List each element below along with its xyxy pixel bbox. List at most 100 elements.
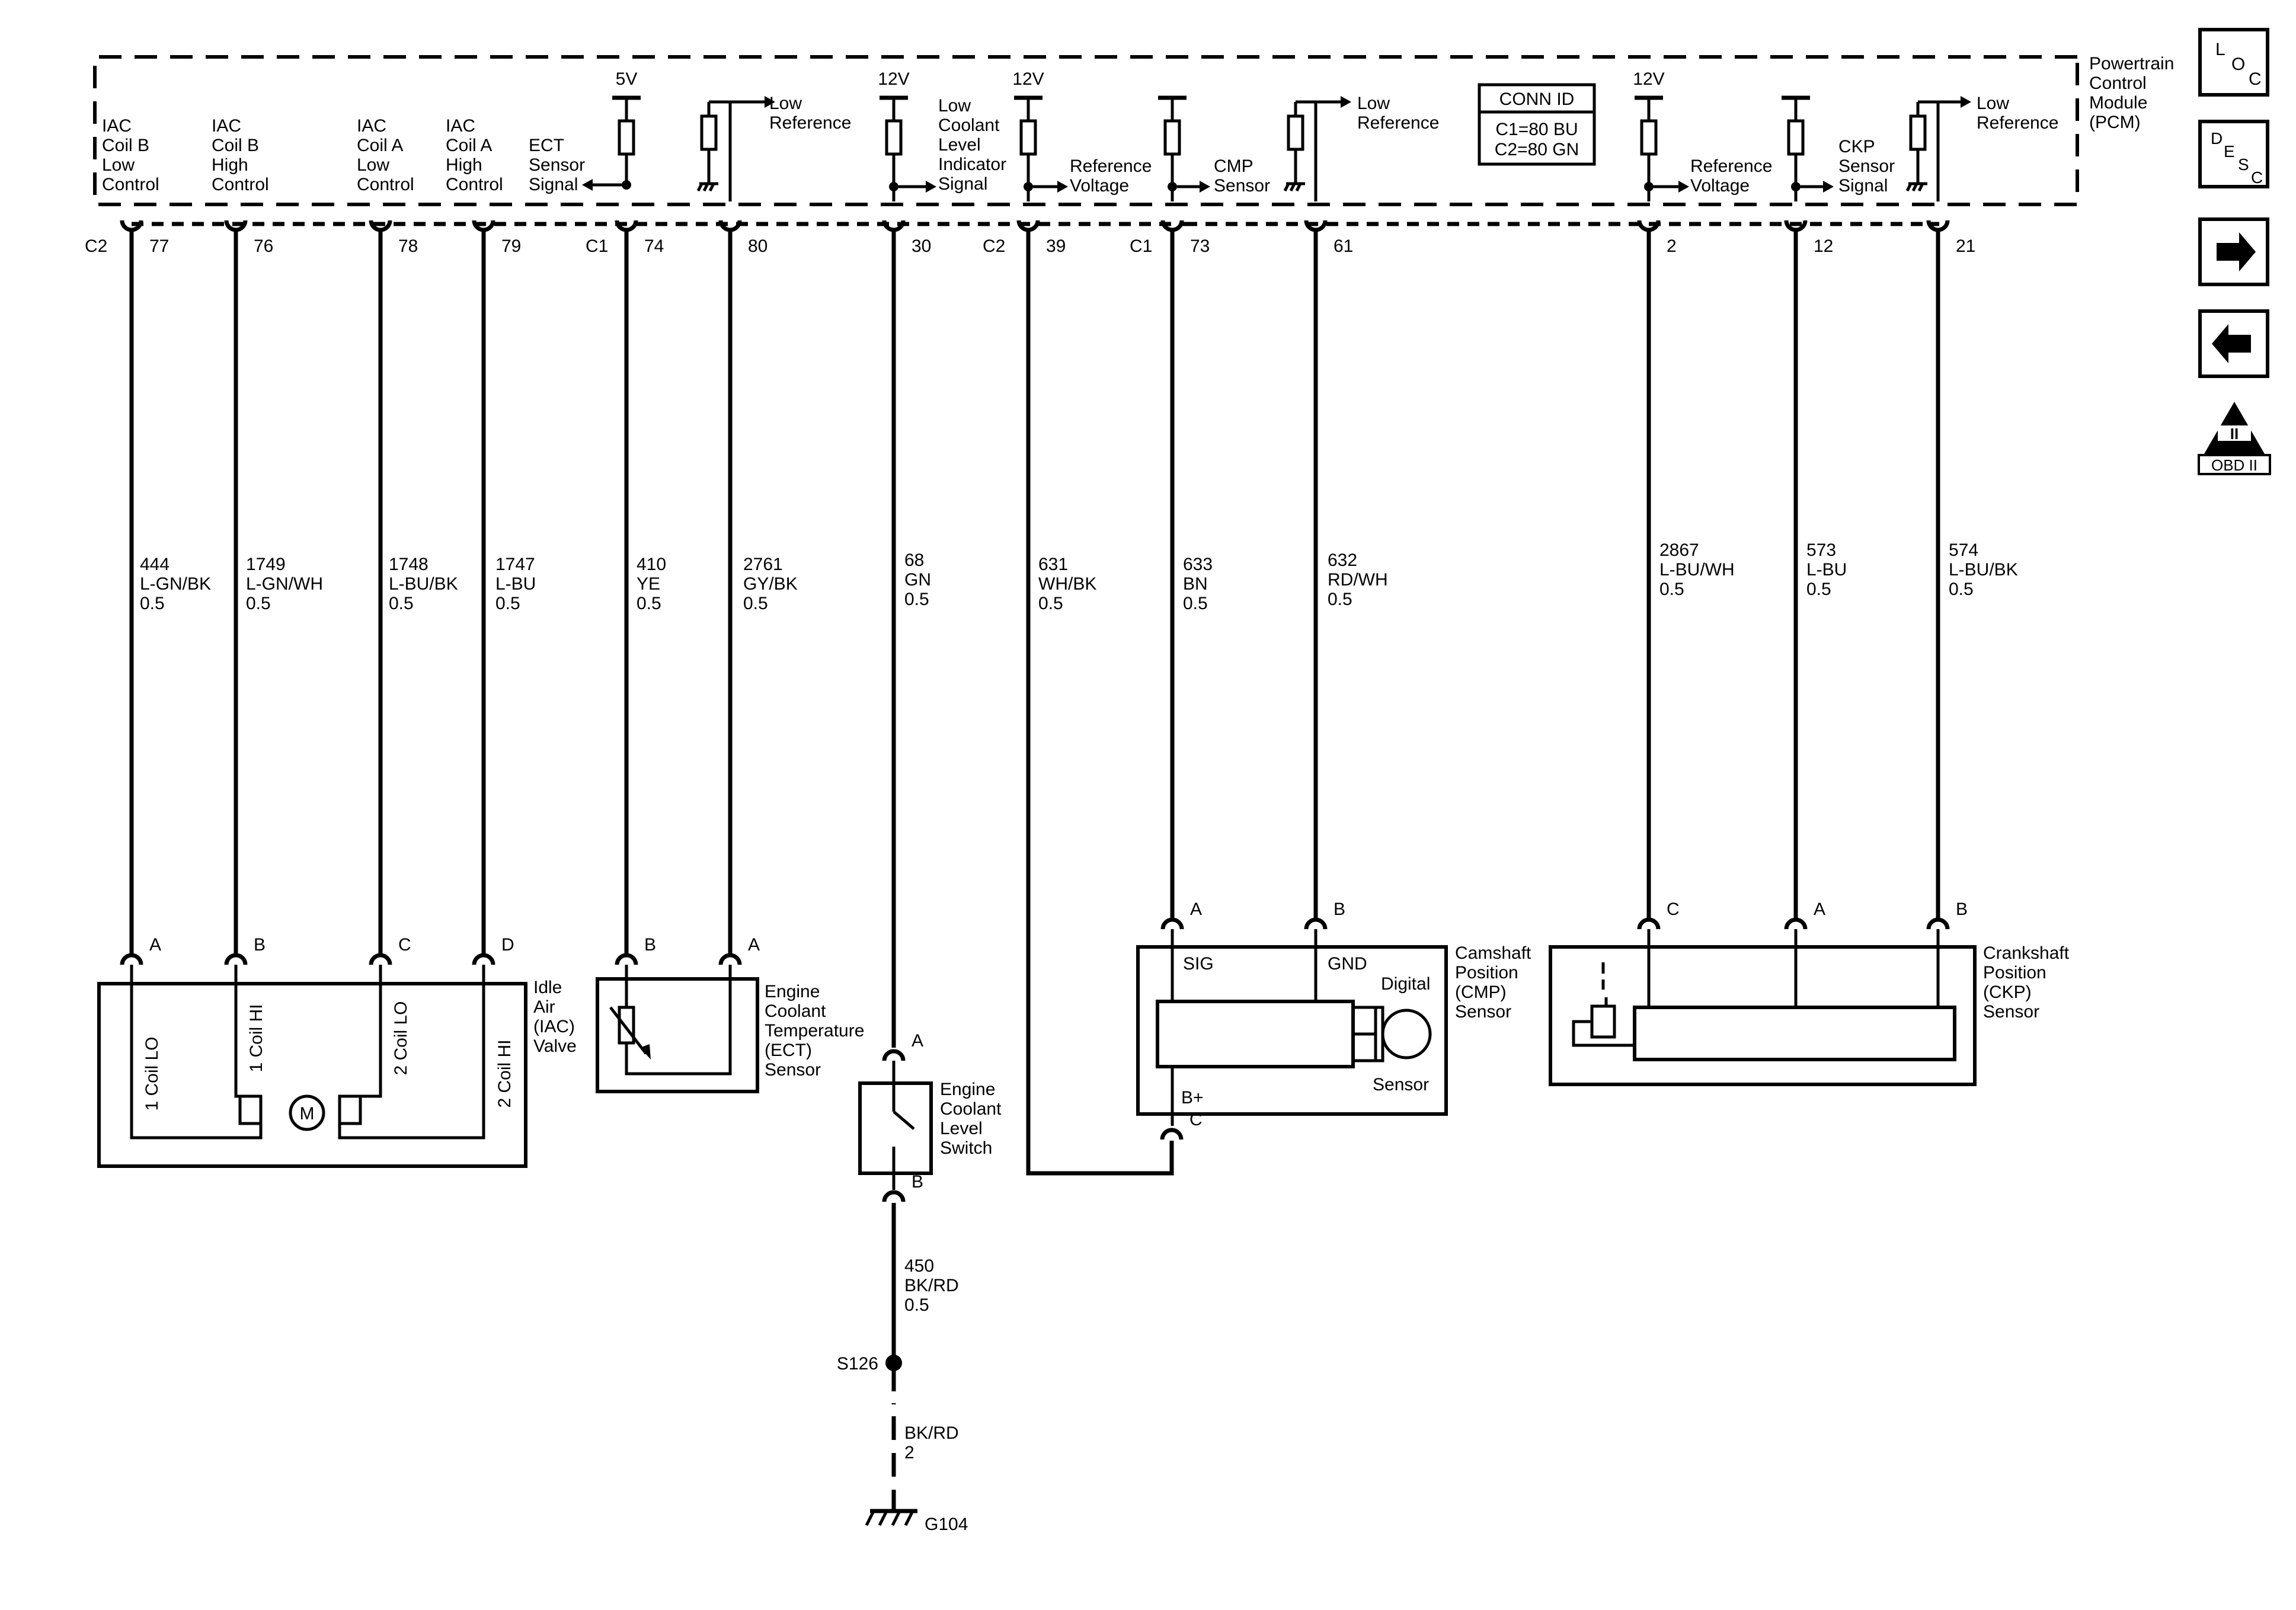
svg-text:0.5: 0.5 xyxy=(904,1295,929,1315)
pcm-pin-cup xyxy=(1016,220,1040,232)
component-terminal-cup xyxy=(882,1190,906,1202)
svg-text:1749: 1749 xyxy=(246,555,286,574)
pcm-pin-cup xyxy=(1784,220,1808,232)
component-terminal-cup xyxy=(224,953,248,965)
pcm-pin-number: 77 xyxy=(149,236,169,256)
svg-text:Control: Control xyxy=(212,175,269,194)
svg-text:Reference: Reference xyxy=(1977,113,2058,133)
desc-letter-c: C xyxy=(2251,168,2263,187)
svg-text:Engine: Engine xyxy=(940,1080,995,1099)
svg-text:Switch: Switch xyxy=(940,1138,992,1158)
svg-text:444: 444 xyxy=(140,555,170,574)
component-terminal-cup xyxy=(1637,917,1661,930)
wire-label-633: 633 BN 0.5 xyxy=(1183,555,1213,613)
svg-text:0.5: 0.5 xyxy=(743,594,768,613)
desc-letter-d: D xyxy=(2211,129,2223,148)
pcm-pin-cup xyxy=(1160,220,1184,232)
svg-text:410: 410 xyxy=(637,555,666,574)
pcm-pin-number: 2 xyxy=(1667,236,1677,256)
obd-text-label: OBD II xyxy=(2211,456,2257,474)
iac-coil-label-2-lo: 2 Coil LO xyxy=(391,1001,411,1075)
label-iac-coil-b-high: IAC Coil B High Control xyxy=(212,116,269,194)
svg-text:IAC: IAC xyxy=(446,116,475,136)
connector-c1-label: C1 xyxy=(586,236,608,256)
ckp-reference-voltage-circuit: 12V xyxy=(1633,69,1689,201)
ckp-low-reference-circuit xyxy=(1905,96,1971,201)
ect-low-reference-circuit xyxy=(696,96,775,201)
wire-label-450: 450 BK/RD 0.5 xyxy=(904,1256,959,1315)
pcm-pin-number: 73 xyxy=(1190,236,1210,256)
svg-text:(ECT): (ECT) xyxy=(765,1041,812,1060)
svg-text:GN: GN xyxy=(904,570,931,590)
component-terminal-letter: A xyxy=(748,935,760,955)
component-terminal-cup xyxy=(882,1049,906,1061)
pcm-pin-cup xyxy=(224,220,248,232)
label-ckp-sensor-signal: CKP Sensor Signal xyxy=(1838,137,1895,196)
component-terminal-letter: A xyxy=(912,1031,923,1051)
svg-text:L-GN/BK: L-GN/BK xyxy=(140,574,211,594)
obd-roman-label: II xyxy=(2230,425,2239,443)
voltage-12v-label-1: 12V xyxy=(878,69,909,89)
svg-text:0.5: 0.5 xyxy=(1806,580,1831,599)
component-terminal-cup xyxy=(718,953,742,965)
svg-text:Signal: Signal xyxy=(529,175,578,194)
label-ckp-low-reference: Low Reference xyxy=(1977,94,2058,133)
pcm-name-label: Powertrain Control Module (PCM) xyxy=(2089,54,2174,132)
nav-desc-button[interactable]: D E S C xyxy=(2198,120,2269,188)
desc-letter-s: S xyxy=(2238,155,2249,174)
svg-text:633: 633 xyxy=(1183,555,1213,574)
nav-prev-arrow-button[interactable] xyxy=(2198,309,2269,378)
svg-text:0.5: 0.5 xyxy=(1038,594,1063,613)
svg-text:0.5: 0.5 xyxy=(637,594,661,613)
svg-text:1747: 1747 xyxy=(495,555,535,574)
svg-text:L-BU/BK: L-BU/BK xyxy=(389,574,458,594)
wire-label-574: 574 L-BU/BK 0.5 xyxy=(1949,540,2018,599)
svg-text:Reference: Reference xyxy=(1357,113,1439,133)
svg-text:Control: Control xyxy=(446,175,503,194)
pcm-pin-number: 78 xyxy=(398,236,418,256)
cmp-sensor-label: Sensor xyxy=(1373,1075,1429,1094)
pcm-pin-number: 12 xyxy=(1814,236,1833,256)
svg-text:L-BU/WH: L-BU/WH xyxy=(1659,560,1735,580)
pcm-name-line-4: (PCM) xyxy=(2089,113,2141,132)
coolant-switch-name: Engine Coolant Level Switch xyxy=(940,1080,1002,1158)
svg-text:Coil B: Coil B xyxy=(212,136,259,155)
wire-label-444: 444 L-GN/BK 0.5 xyxy=(140,555,211,613)
ect-pullup-circuit: 5V xyxy=(582,69,641,191)
svg-text:Coil B: Coil B xyxy=(102,136,149,155)
cmp-reference-voltage-circuit: 12V xyxy=(1012,69,1068,201)
label-iac-coil-a-low: IAC Coil A Low Control xyxy=(357,116,414,194)
svg-text:CKP: CKP xyxy=(1838,137,1875,156)
wire-label-1749: 1749 L-GN/WH 0.5 xyxy=(246,555,323,613)
svg-text:Position: Position xyxy=(1455,963,1518,982)
pcm-pin-cup xyxy=(882,220,906,232)
svg-text:BN: BN xyxy=(1183,574,1208,594)
nav-next-arrow-button[interactable] xyxy=(2198,217,2269,286)
component-terminal-letter: D xyxy=(501,935,514,955)
loc-letter-c: C xyxy=(2249,69,2262,89)
voltage-12v-label-3: 12V xyxy=(1633,69,1664,89)
svg-text:Temperature: Temperature xyxy=(765,1021,864,1041)
svg-text:ECT: ECT xyxy=(529,136,564,155)
pcm-pin-number: 74 xyxy=(644,236,664,256)
pcm-name-line-2: Control xyxy=(2089,73,2147,93)
ground-g104: G104 xyxy=(865,1502,968,1534)
iac-motor-icon xyxy=(289,1094,325,1131)
svg-text:Air: Air xyxy=(533,997,555,1017)
pcm-pin-number: 30 xyxy=(912,236,931,256)
component-terminal-letter: B xyxy=(912,1172,923,1192)
nav-loc-button[interactable]: L O C xyxy=(2198,28,2269,97)
coolant-level-pullup-circuit: 12V xyxy=(878,69,936,201)
svg-text:YE: YE xyxy=(637,574,660,594)
svg-text:L-BU/BK: L-BU/BK xyxy=(1949,560,2018,580)
svg-text:Voltage: Voltage xyxy=(1070,176,1129,196)
conn-id-title: CONN ID xyxy=(1499,89,1575,109)
engine-coolant-level-switch: Engine Coolant Level Switch xyxy=(858,1061,1002,1190)
iac-valve: 1 Coil LO 1 Coil HI 2 Coil LO 2 Coil HI … xyxy=(97,965,577,1168)
nav-obd-ii-button[interactable]: II OBD II xyxy=(2198,402,2271,475)
svg-text:High: High xyxy=(446,155,482,175)
wire-runs xyxy=(129,231,1940,1502)
svg-text:L-GN/WH: L-GN/WH xyxy=(246,574,323,594)
pcm-pin-cup xyxy=(1637,220,1661,232)
